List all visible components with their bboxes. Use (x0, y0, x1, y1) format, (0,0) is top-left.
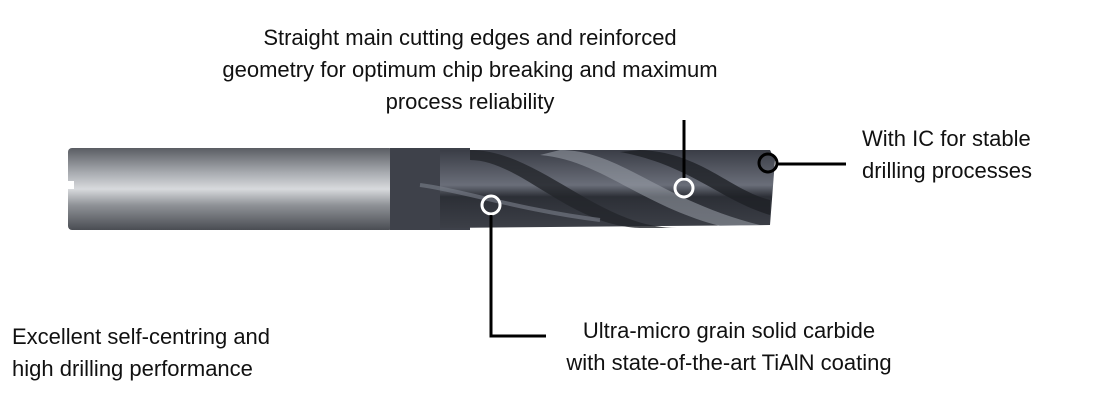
callout-cutting-edges: Straight main cutting edges and reinforc… (222, 22, 717, 118)
callout-line: with state-of-the-art TiAlN coating (566, 350, 892, 375)
callout-self-centring: Excellent self-centring and high drillin… (12, 321, 270, 385)
callout-line: drilling processes (862, 158, 1032, 183)
callout-internal-coolant: With IC for stable drilling processes (862, 123, 1032, 187)
callout-line: Ultra-micro grain solid carbide (582, 318, 876, 343)
callout-line: process reliability (385, 89, 555, 114)
drill-fluted-body (390, 148, 775, 230)
drill-shank (66, 148, 393, 230)
leader-cutting-edges (673, 120, 695, 199)
callout-line: With IC for stable (862, 126, 1031, 151)
callout-line: high drilling performance (12, 356, 253, 381)
callout-line: Excellent self-centring and (12, 324, 271, 349)
leader-internal-coolant (757, 152, 846, 174)
callout-line: Straight main cutting edges and reinforc… (263, 25, 677, 50)
leader-self-centring (480, 194, 546, 338)
callout-line: geometry for optimum chip breaking and m… (222, 57, 718, 82)
callout-carbide-coating: Ultra-micro grain solid carbide with sta… (566, 315, 891, 379)
